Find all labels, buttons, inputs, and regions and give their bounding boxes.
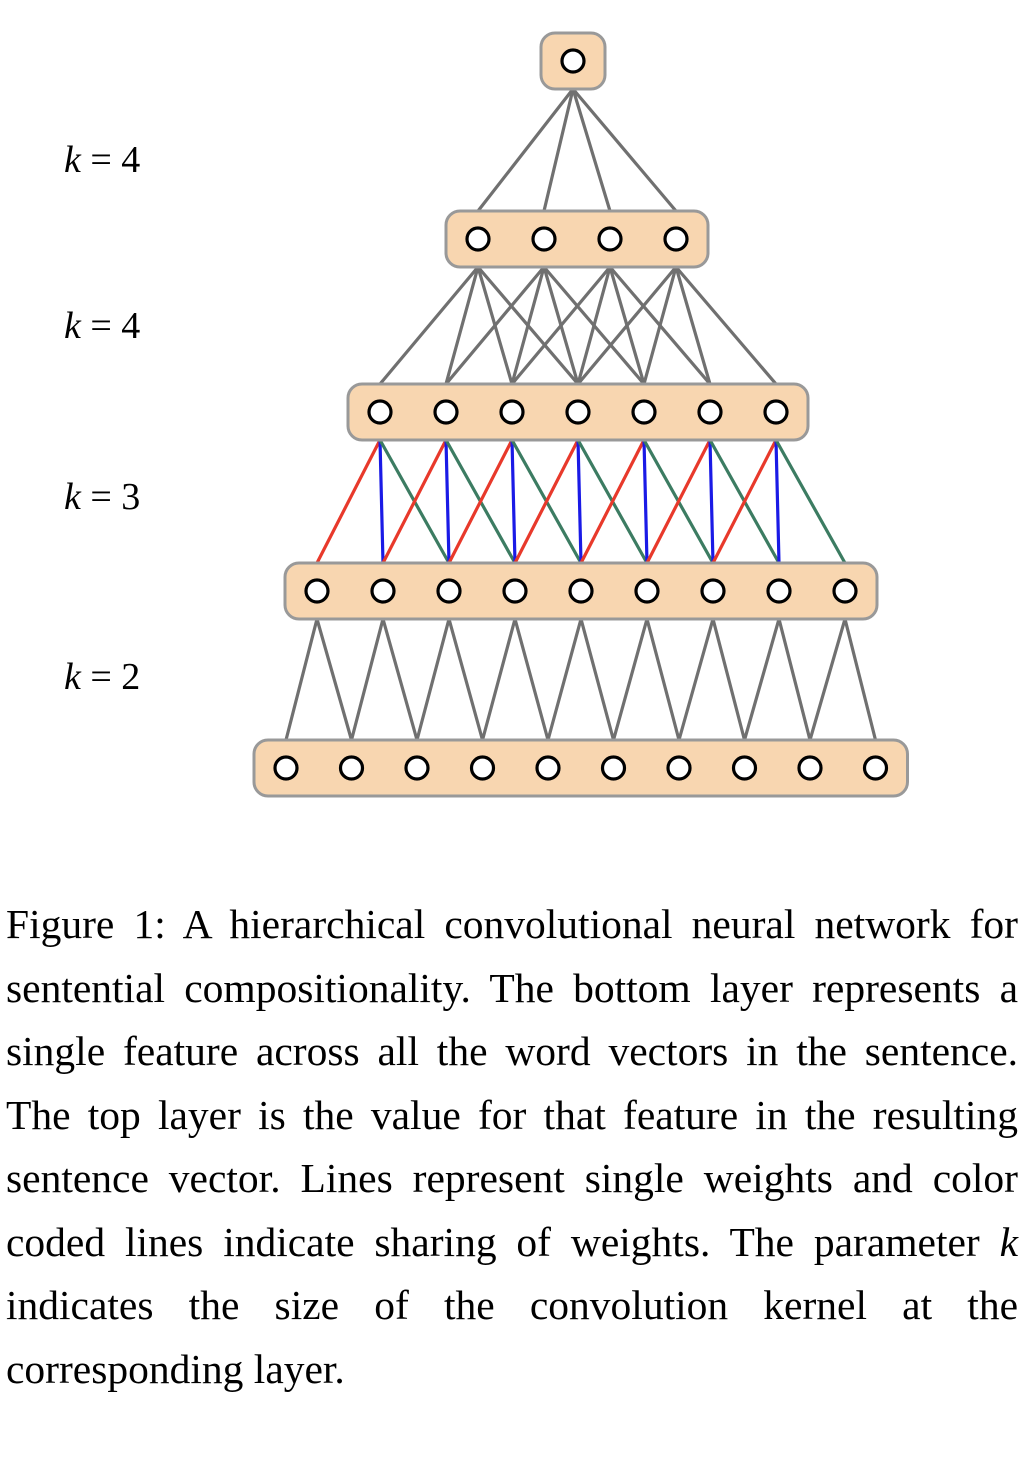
node-layer4-2 — [404, 755, 430, 781]
kernel-size-label-layer-3: k = 4 — [64, 305, 141, 347]
edge-layer1-node3-k1 — [642, 265, 678, 386]
edge-layer1-node3-k3 — [674, 265, 778, 386]
edge-layer0-node0-k1 — [542, 87, 575, 213]
node-layer2-4 — [631, 399, 657, 425]
edge-layer3-node5-k0 — [611, 617, 649, 742]
edge-layer3-node3-k0 — [480, 617, 517, 742]
node-layer4-8 — [797, 755, 823, 781]
node-layer4-6 — [666, 755, 692, 781]
edge-layer2-node6-k0 — [711, 438, 778, 565]
node-layer2-3 — [565, 399, 591, 425]
edge-layer1-node3-k0 — [576, 265, 678, 386]
edge-layer2-node1-k1 — [444, 438, 451, 565]
node-layer3-5 — [634, 578, 660, 604]
node-layer2-1 — [433, 399, 459, 425]
kernel-size-label-layer-2: k = 3 — [64, 476, 141, 518]
node-layer4-1 — [338, 755, 365, 781]
node-layer2-2 — [499, 399, 525, 425]
edge-layer2-node4-k0 — [579, 438, 646, 565]
node-layer2-0 — [367, 399, 393, 425]
edge-layer3-node7-k1 — [777, 617, 812, 742]
edge-layer2-node2-k0 — [447, 438, 514, 565]
layer-box-4 — [252, 738, 909, 798]
cnn-diagram-svg — [252, 31, 909, 798]
node-layer3-2 — [436, 578, 462, 604]
edge-layer2-node3-k0 — [513, 438, 580, 565]
figure-number: Figure 1: — [6, 901, 166, 947]
edge-layer2-node5-k1 — [708, 438, 715, 565]
edge-layer3-node0-k0 — [284, 617, 319, 742]
edge-layer0-node0-k3 — [571, 87, 678, 213]
node-layer2-5 — [697, 399, 723, 425]
kernel-size-label-layer-1: k = 2 — [64, 656, 141, 698]
node-layer4-0 — [273, 755, 299, 781]
edge-layer3-node8-k0 — [808, 617, 847, 742]
edge-layer3-node4-k0 — [546, 617, 583, 742]
edge-layer3-node1-k0 — [349, 617, 385, 742]
caption-text-part-1: A hierarchical convolutional neural net­… — [6, 901, 1018, 1265]
edge-layer0-node0-k0 — [476, 87, 575, 213]
edge-layer3-node3-k1 — [513, 617, 550, 742]
edge-layer3-node2-k1 — [447, 617, 485, 742]
node-layer1-0 — [465, 226, 491, 252]
edge-layer3-node5-k1 — [645, 617, 681, 742]
node-layer3-8 — [832, 578, 858, 604]
edge-layer2-node3-k1 — [576, 438, 583, 565]
node-layer4-7 — [731, 755, 758, 781]
node-layer0-0 — [560, 48, 586, 74]
edge-layer3-node7-k0 — [742, 617, 781, 742]
edge-layer1-node1-k0 — [444, 265, 546, 386]
node-layer4-3 — [469, 755, 496, 781]
edge-layer3-node4-k1 — [579, 617, 616, 742]
node-layer3-1 — [370, 578, 396, 604]
edge-layer3-node8-k1 — [843, 617, 878, 742]
node-layer3-4 — [568, 578, 594, 604]
edge-layer3-node6-k1 — [711, 617, 747, 742]
edge-layer2-node0-k1 — [378, 438, 385, 565]
edge-layer1-node3-k2 — [674, 265, 712, 386]
node-layer3-6 — [700, 578, 726, 604]
caption-text-part-2: indicates the size of the convolution ke… — [6, 1282, 1018, 1392]
edge-layer2-node6-k2 — [774, 438, 847, 565]
edge-layer2-node0-k0 — [315, 438, 382, 565]
edge-layer1-node2-k0 — [510, 265, 612, 386]
edge-layer2-node4-k1 — [642, 438, 649, 565]
edge-layer2-node1-k0 — [381, 438, 448, 565]
edge-layer1-node0-k0 — [378, 265, 480, 386]
figure-caption: Figure 1: A hierarchical convolutional n… — [6, 893, 1018, 1401]
node-layer1-2 — [597, 226, 623, 252]
node-layer3-3 — [502, 578, 528, 604]
node-layer4-5 — [600, 755, 627, 781]
node-layer3-0 — [304, 578, 330, 604]
node-layer1-3 — [663, 226, 689, 252]
node-layer2-6 — [763, 399, 789, 425]
edge-layer3-node6-k0 — [677, 617, 715, 742]
layer-box-1 — [444, 209, 710, 269]
edge-layer2-node5-k0 — [645, 438, 712, 565]
edge-layer0-node0-k2 — [571, 87, 612, 213]
edge-layer3-node0-k1 — [315, 617, 354, 742]
edge-layer3-node2-k0 — [415, 617, 451, 742]
edge-layer3-node1-k1 — [381, 617, 419, 742]
node-layer3-7 — [766, 578, 792, 604]
caption-k-symbol: k — [999, 1218, 1018, 1265]
edge-layer2-node6-k1 — [774, 438, 781, 565]
edge-layer1-node0-k1 — [444, 265, 480, 386]
kernel-size-label-layer-4: k = 4 — [64, 139, 141, 181]
edge-layer1-node1-k1 — [510, 265, 546, 386]
node-layer4-4 — [535, 755, 561, 781]
edge-layer1-node2-k1 — [576, 265, 612, 386]
edge-layer2-node2-k1 — [510, 438, 517, 565]
node-layer1-1 — [531, 226, 557, 252]
edges-group — [284, 87, 878, 742]
cnn-diagram: k = 4 k = 4 k = 3 k = 2 — [64, 31, 909, 798]
node-layer4-9 — [862, 755, 889, 781]
